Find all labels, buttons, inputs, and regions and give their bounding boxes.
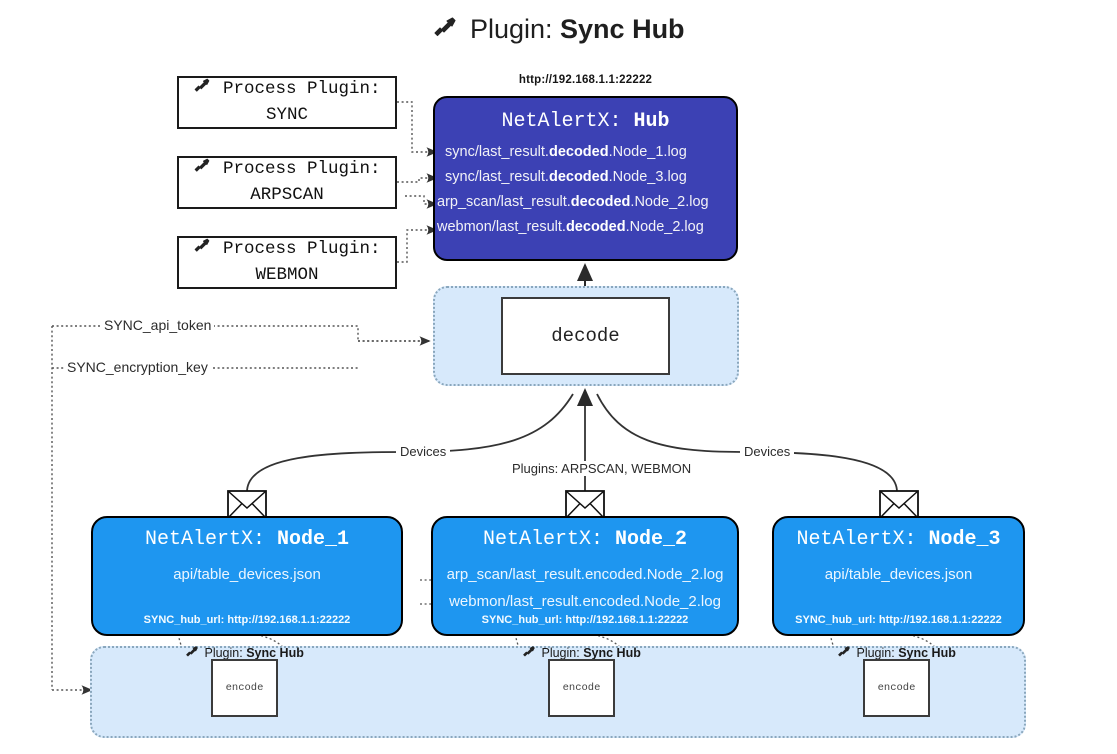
hub-url: http://192.168.1.1:22222 (518, 74, 653, 86)
node-line: api/table_devices.json (824, 566, 973, 583)
process-plugin-line1: Process Plugin: (222, 79, 381, 100)
process-plugin-line2: WEBMON (255, 265, 319, 285)
page-title: Plugin: Sync Hub (0, 14, 1117, 48)
plug-icon (837, 646, 854, 662)
hub-log-row: sync/last_result.decoded.Node_3.log (445, 169, 687, 185)
plug-icon (193, 239, 222, 261)
node-line: arp_scan/last_result.encoded.Node_2.log (446, 566, 724, 583)
node-title-name: Node_3 (928, 528, 1001, 551)
process-plugin-arpscan[interactable]: Process Plugin: ARPSCAN (177, 156, 397, 209)
plug-icon (193, 159, 222, 181)
node-2[interactable]: NetAlertX: Node_2 arp_scan/last_result.e… (431, 516, 739, 636)
node-footer: SYNC_hub_url: http://192.168.1.1:22222 (143, 614, 351, 626)
encode-box-3[interactable]: encode (863, 659, 930, 717)
hub-log-row: webmon/last_result.decoded.Node_2.log (437, 219, 704, 235)
node-title-name: Node_1 (277, 528, 350, 551)
process-plugin-webmon[interactable]: Process Plugin: WEBMON (177, 236, 397, 289)
hub-title-prefix: NetAlertX: (501, 110, 622, 133)
node-title-prefix: NetAlertX: (144, 528, 265, 551)
hub-node[interactable]: NetAlertX: Hub sync/last_result.decoded.… (433, 96, 738, 261)
process-plugin-line1: Process Plugin: (222, 239, 381, 260)
node-footer: SYNC_hub_url: http://192.168.1.1:22222 (481, 614, 689, 626)
envelope-group (227, 490, 919, 519)
node-footer: SYNC_hub_url: http://192.168.1.1:22222 (795, 614, 1002, 626)
encode-box-1[interactable]: encode (211, 659, 278, 717)
title-prefix: Plugin: (469, 14, 553, 44)
encode-box-2[interactable]: encode (548, 659, 615, 717)
plug-icon (522, 646, 539, 662)
process-plugin-sync[interactable]: Process Plugin: SYNC (177, 76, 397, 129)
plug-icon (185, 646, 202, 662)
edge-label-plugins: Plugins: ARPSCAN, WEBMON (508, 461, 696, 476)
plug-icon (193, 79, 222, 101)
node-1[interactable]: NetAlertX: Node_1 api/table_devices.json… (91, 516, 403, 636)
encoder-label-1: Plugin: Sync Hub (185, 645, 304, 662)
node-line: webmon/last_result.encoded.Node_2.log (449, 593, 721, 610)
node-line: api/table_devices.json (173, 566, 321, 583)
node-title-name: Node_2 (615, 528, 688, 551)
encoder-label-2: Plugin: Sync Hub (522, 645, 641, 662)
hub-log-row: sync/last_result.decoded.Node_1.log (445, 144, 687, 160)
process-plugin-line2: ARPSCAN (250, 185, 324, 205)
node-title-prefix: NetAlertX: (482, 528, 603, 551)
hub-log-row: arp_scan/last_result.decoded.Node_2.log (437, 194, 709, 210)
node-title-prefix: NetAlertX: (796, 528, 917, 551)
edge-label-devices-left: Devices (396, 444, 451, 459)
process-plugin-line1: Process Plugin: (222, 159, 381, 180)
process-plugin-line2: SYNC (265, 105, 308, 125)
hub-log-list: sync/last_result.decoded.Node_1.log sync… (435, 140, 736, 240)
plug-icon (432, 15, 458, 48)
encoder-label-3: Plugin: Sync Hub (837, 645, 956, 662)
decode-box[interactable]: decode (501, 297, 670, 375)
edge-label-devices-right: Devices (740, 444, 795, 459)
node-3[interactable]: NetAlertX: Node_3 api/table_devices.json… (772, 516, 1025, 636)
sync-encryption-key-label: SYNC_encryption_key (64, 359, 211, 375)
sync-api-token-label: SYNC_api_token (101, 317, 215, 333)
hub-title-name: Hub (633, 110, 670, 133)
title-name: Sync Hub (560, 14, 685, 44)
